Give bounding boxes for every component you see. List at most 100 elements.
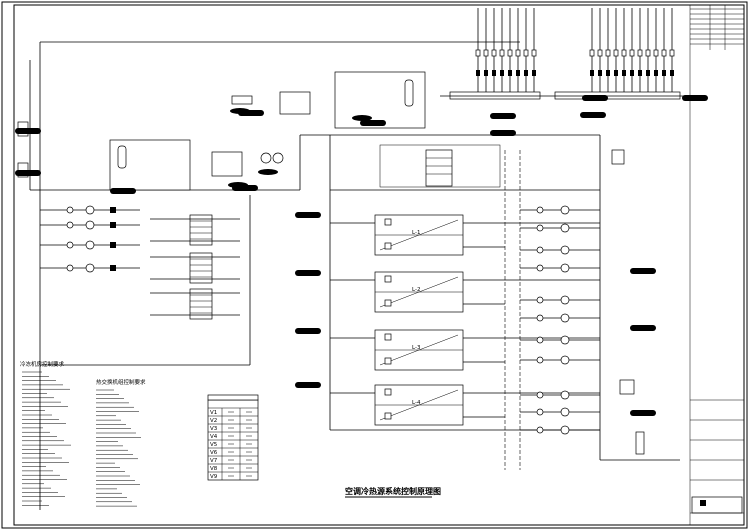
riser-valve-closed bbox=[524, 70, 528, 76]
riser-valve-closed bbox=[492, 70, 496, 76]
riser-valve bbox=[531, 49, 537, 57]
check-valve-icon bbox=[110, 265, 116, 271]
chiller-unit: L-3 bbox=[330, 329, 600, 371]
valve-code: V6 bbox=[210, 450, 218, 456]
check-valve-icon bbox=[110, 242, 116, 248]
chiller-diagonal bbox=[379, 276, 459, 308]
riser-valve-closed bbox=[670, 70, 674, 76]
equipment-tag bbox=[295, 328, 321, 334]
valve-icon bbox=[536, 426, 544, 434]
pump-icon bbox=[560, 355, 570, 365]
right-pump-groups bbox=[520, 205, 600, 435]
riser-valve-closed bbox=[606, 70, 610, 76]
riser-valve-closed bbox=[516, 70, 520, 76]
valve-code: V8 bbox=[210, 466, 218, 472]
hx-body bbox=[189, 288, 213, 320]
riser-valve bbox=[669, 49, 675, 57]
equipment-tag bbox=[582, 95, 608, 101]
pump-row bbox=[520, 295, 600, 305]
check-valve-icon bbox=[110, 222, 116, 228]
pump-icon bbox=[85, 263, 95, 273]
pump-row bbox=[40, 240, 140, 250]
riser-valve-closed bbox=[532, 70, 536, 76]
chiller-port bbox=[384, 357, 392, 365]
pump-row bbox=[520, 263, 600, 273]
riser-valve bbox=[605, 49, 611, 57]
plate-heat-exchanger bbox=[150, 214, 240, 246]
valve-icon bbox=[536, 246, 544, 254]
check-valve-icon bbox=[110, 207, 116, 213]
riser-valve bbox=[613, 49, 619, 57]
valve-icon bbox=[536, 264, 544, 272]
pump-icon bbox=[560, 263, 570, 273]
valve-code: V9 bbox=[210, 474, 218, 480]
pump-row bbox=[520, 245, 600, 255]
riser-valve-closed bbox=[638, 70, 642, 76]
equipment-tag bbox=[580, 112, 606, 118]
plate-heat-exchanger bbox=[150, 252, 240, 284]
riser-valve-closed bbox=[614, 70, 618, 76]
riser-valve bbox=[475, 49, 481, 57]
riser-valve-closed bbox=[630, 70, 634, 76]
pump-icon bbox=[560, 313, 570, 323]
pump-icon bbox=[560, 245, 570, 255]
top-left-equipment bbox=[109, 71, 426, 191]
riser-valve-closed bbox=[590, 70, 594, 76]
equipment-tag bbox=[490, 130, 516, 136]
center-heat-exchanger bbox=[379, 144, 501, 188]
riser-valve bbox=[523, 49, 529, 57]
pump-row bbox=[40, 220, 140, 230]
pump-icon bbox=[85, 205, 95, 215]
chiller-units: L-1L-2L-3L-4 bbox=[330, 214, 600, 426]
valve-icon bbox=[66, 206, 74, 214]
equipment-tag bbox=[295, 212, 321, 218]
riser-valve-closed bbox=[508, 70, 512, 76]
bottom-right-equipment bbox=[600, 149, 680, 461]
chiller-unit: L-4 bbox=[330, 384, 600, 426]
valve-icon bbox=[536, 224, 544, 232]
valve-code: V3 bbox=[210, 426, 218, 432]
valve-icon bbox=[536, 206, 544, 214]
riser-valve-closed bbox=[598, 70, 602, 76]
equipment-tag bbox=[15, 128, 41, 134]
pump-row bbox=[520, 355, 600, 365]
riser-valve bbox=[661, 49, 667, 57]
main-pipes bbox=[29, 41, 601, 510]
equipment-tag bbox=[490, 113, 516, 119]
riser-valve-closed bbox=[654, 70, 658, 76]
riser-valve-closed bbox=[622, 70, 626, 76]
equipment-tag bbox=[630, 268, 656, 274]
equipment-tag bbox=[110, 188, 136, 194]
chiller-unit: L-1 bbox=[330, 214, 600, 256]
header-pipes bbox=[440, 91, 690, 100]
pump-icon bbox=[560, 223, 570, 233]
riser-valve-closed bbox=[662, 70, 666, 76]
riser-valve bbox=[637, 49, 643, 57]
pump-icon bbox=[85, 240, 95, 250]
pump-row bbox=[520, 313, 600, 323]
left-pump-groups bbox=[40, 205, 140, 273]
riser-valve bbox=[597, 49, 603, 57]
top-risers bbox=[475, 8, 675, 92]
chiller-port bbox=[384, 299, 392, 307]
pump-icon bbox=[560, 205, 570, 215]
valve-icon bbox=[536, 391, 544, 399]
riser-valve bbox=[515, 49, 521, 57]
pump-row bbox=[40, 263, 140, 273]
pump-row bbox=[520, 223, 600, 233]
chiller-tag: L-4 bbox=[412, 400, 421, 406]
pump-row bbox=[40, 205, 140, 215]
valve-icon bbox=[536, 336, 544, 344]
valve-code: V4 bbox=[210, 434, 218, 440]
hx-body bbox=[189, 252, 213, 284]
riser-valve bbox=[507, 49, 513, 57]
riser-valve bbox=[491, 49, 497, 57]
pump-icon bbox=[560, 407, 570, 417]
valve-code: V7 bbox=[210, 458, 218, 464]
riser-valve-closed bbox=[646, 70, 650, 76]
chiller-room-heading: 冷冻机房控制要求 bbox=[20, 360, 65, 368]
equipment-tag bbox=[295, 382, 321, 388]
valve-icon bbox=[536, 408, 544, 416]
